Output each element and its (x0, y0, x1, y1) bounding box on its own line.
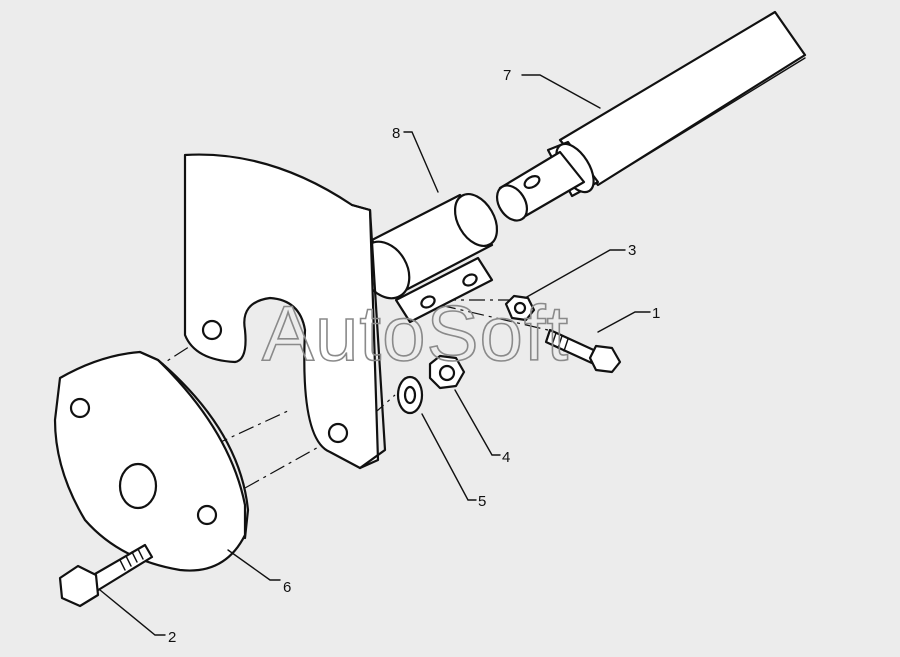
callout-7: 7 (503, 67, 511, 84)
callout-3: 3 (628, 242, 636, 259)
callout-4: 4 (502, 449, 510, 466)
callout-5: 5 (478, 493, 486, 510)
bracket (183, 153, 387, 470)
callout-6: 6 (283, 579, 291, 596)
mounting-plate (53, 350, 250, 572)
callout-1: 1 (652, 305, 660, 322)
shaft (495, 10, 807, 222)
flat-washer (396, 375, 424, 415)
lock-nut-large (428, 354, 466, 390)
bolt-long (58, 543, 154, 608)
bolt-short (544, 328, 622, 374)
callout-8: 8 (392, 125, 400, 142)
lock-nut-small (504, 294, 536, 322)
watermark-text: AutoSoft (262, 289, 569, 377)
callout-2: 2 (168, 629, 176, 646)
leader-lines (99, 74, 651, 636)
coupler (359, 193, 499, 324)
